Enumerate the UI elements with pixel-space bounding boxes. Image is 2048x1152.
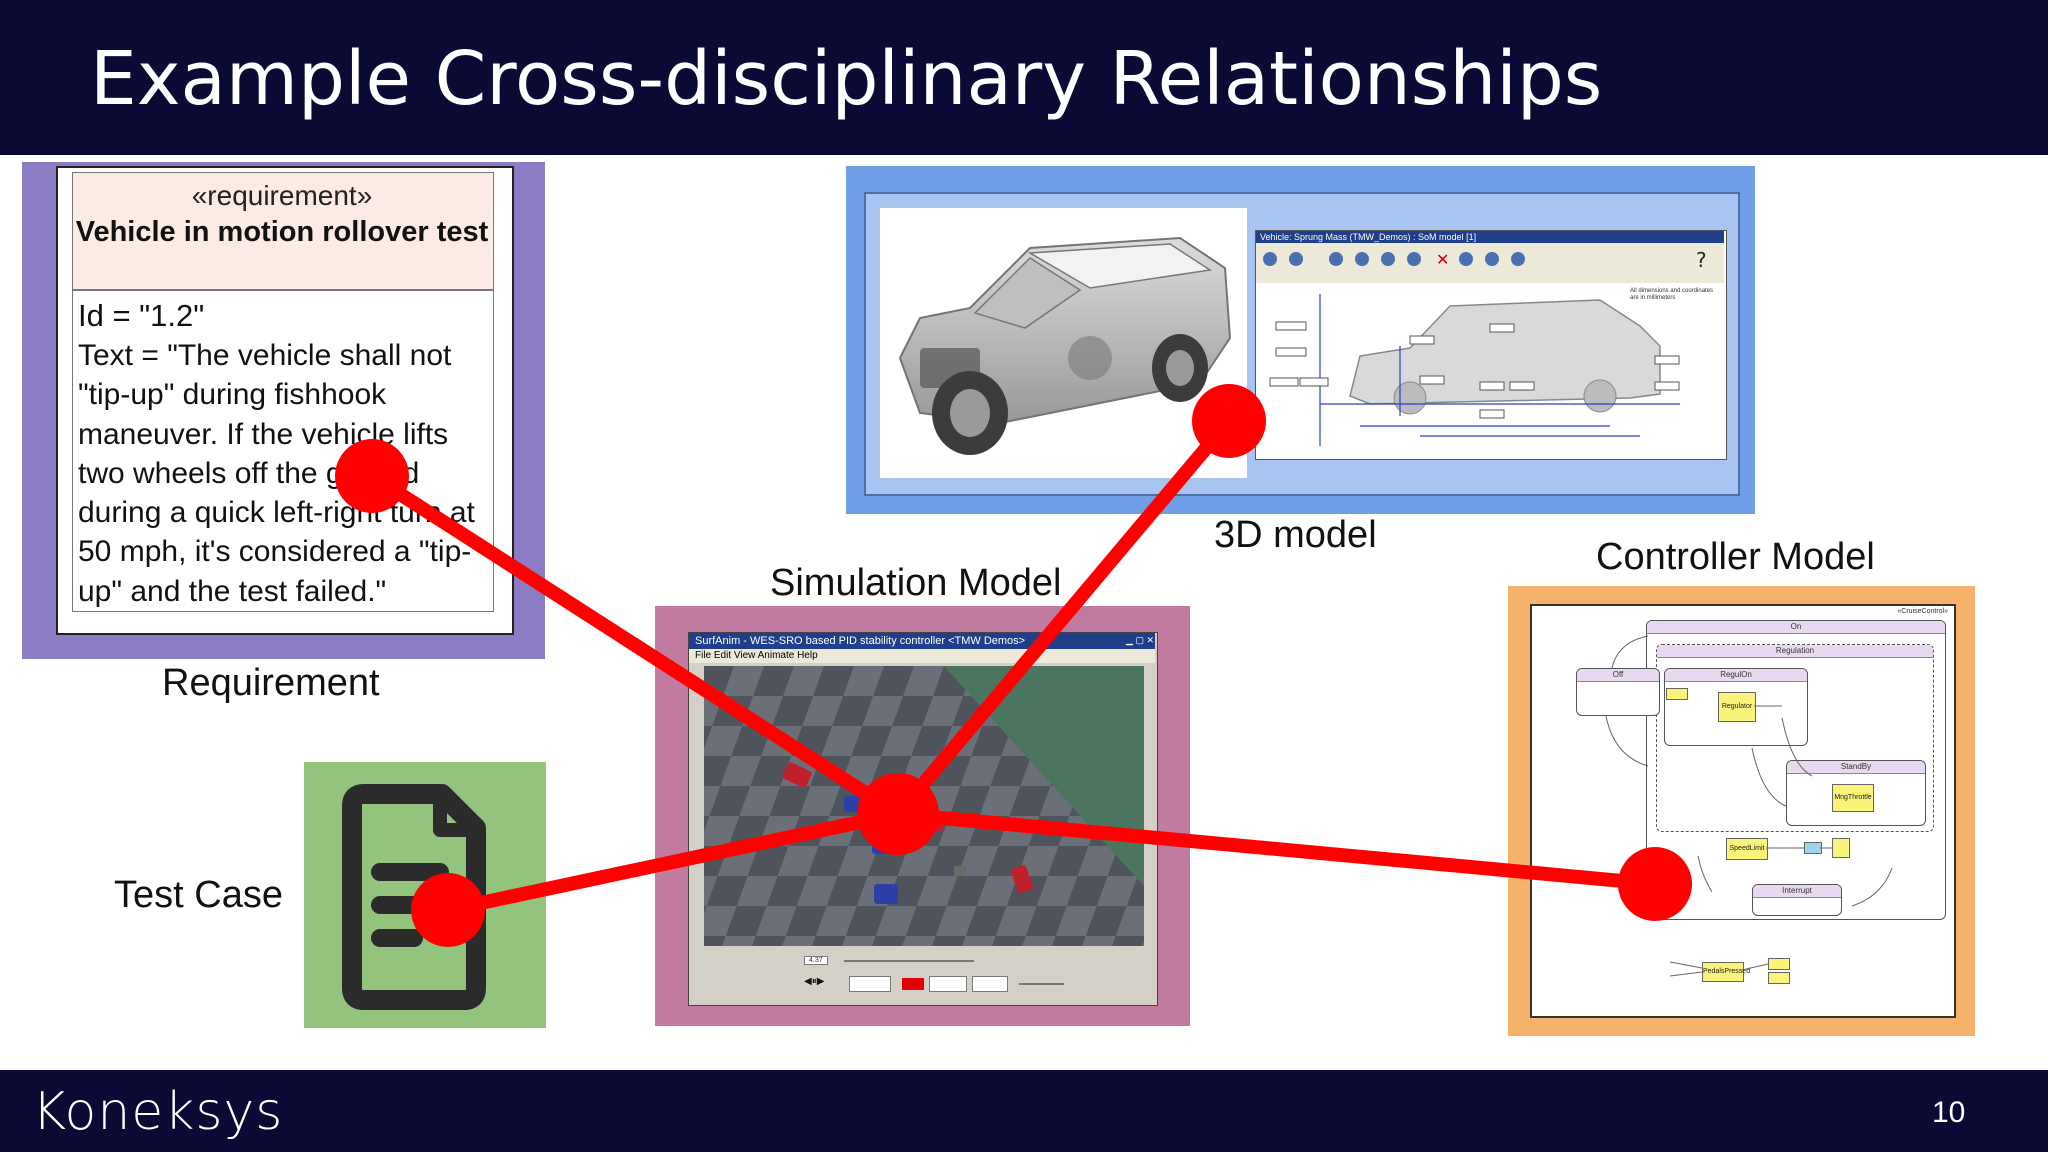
slide-title: Example Cross-disciplinary Relationships — [90, 36, 1603, 122]
requirement-header — [72, 172, 494, 290]
model-3d-node[interactable] — [1192, 384, 1266, 458]
simulation-controls: 4.37 ◀⏸▶ — [704, 950, 1144, 998]
svg-text:?: ? — [1696, 248, 1707, 272]
sim-speed-slider[interactable] — [1019, 983, 1064, 985]
connector-3d-model — [891, 414, 1236, 821]
sim-time-field[interactable]: 4.37 — [804, 956, 828, 965]
vehicle-window-title: Vehicle: Sprung Mass (TMW_Demos) : SoM m… — [1256, 231, 1724, 243]
simulation-model-label: Simulation Model — [770, 562, 1062, 604]
block-input — [1666, 688, 1688, 700]
requirement-body — [72, 290, 494, 612]
ghosts-select[interactable] — [972, 976, 1008, 992]
connector-controller — [891, 807, 1662, 891]
test-case-label: Test Case — [114, 874, 283, 916]
connector-requirement — [365, 469, 905, 821]
vehicle-window-toolbar: ✕ ? — [1256, 243, 1724, 283]
requirement-node[interactable] — [335, 439, 409, 513]
fps-select[interactable] — [849, 976, 891, 992]
test-case-node[interactable] — [411, 873, 485, 947]
controller-diagram: «CruiseControl» On Regulation RegulOn Re… — [1530, 604, 1956, 1018]
requirement-name: Vehicle in motion rollover test — [75, 216, 489, 248]
sim-timeline-slider[interactable] — [844, 960, 974, 962]
vehicle-units-note: All dimensions and coordinates are in mi… — [1630, 288, 1714, 301]
state-interrupt: Interrupt — [1752, 884, 1842, 916]
connector-lines — [365, 414, 1662, 917]
simulation-node[interactable] — [857, 773, 939, 855]
connector-test-case — [441, 807, 905, 917]
page-number: 10 — [1932, 1096, 1966, 1129]
svg-text:✕: ✕ — [1436, 250, 1449, 269]
toolbar-icons[interactable]: ✕ ? — [1256, 243, 1724, 283]
block-braking — [1768, 958, 1790, 970]
suv-icon — [898, 236, 1232, 455]
suv-render-image — [880, 208, 1247, 478]
slide-footer — [0, 1070, 2048, 1152]
block-accelerating — [1768, 972, 1790, 984]
controller-node[interactable] — [1618, 847, 1692, 921]
slide-header — [0, 0, 2048, 155]
requirement-id: Id = "1.2" — [78, 298, 205, 333]
window-controls-icon: ▁ ▢ ✕ — [1126, 635, 1154, 645]
koneksys-logo: Koneksys — [32, 1082, 284, 1142]
requirement-stereotype: «requirement» — [191, 180, 373, 211]
block-regulator: Regulator — [1718, 692, 1756, 722]
requirement-text: Text = "The vehicle shall not "tip-up" d… — [78, 339, 475, 608]
block-mng-throttle: MngThrottle — [1832, 784, 1874, 812]
state-off: Off — [1576, 668, 1660, 716]
playback-icon[interactable]: ◀⏸▶ — [804, 976, 825, 987]
vehicle-dimension-drawing — [1260, 286, 1720, 454]
block-speed-limit: SpeedLimit — [1726, 838, 1768, 860]
cruise-control-root: «CruiseControl» — [1897, 608, 1948, 615]
block-pedals-pressed: PedalsPressed — [1702, 962, 1750, 982]
speed-select[interactable] — [929, 976, 967, 992]
requirement-label: Requirement — [162, 662, 380, 704]
car-outline-icon — [1269, 294, 1680, 446]
model-3d-label: 3D model — [1214, 514, 1377, 556]
controller-transitions — [1605, 635, 1893, 977]
block-out — [1832, 838, 1850, 858]
controller-model-label: Controller Model — [1596, 536, 1875, 578]
record-indicator — [902, 978, 924, 990]
